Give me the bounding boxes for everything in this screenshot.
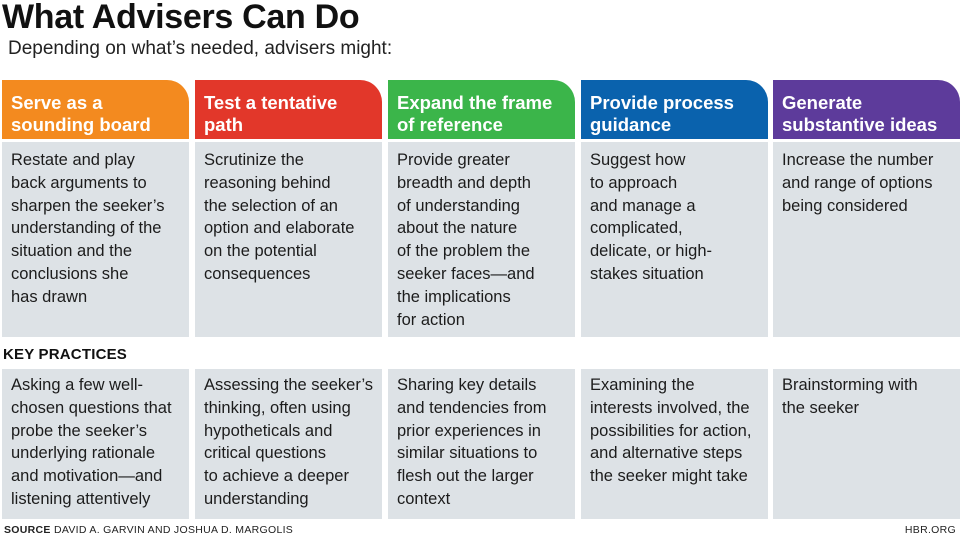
column-key-practice-line: probe the seeker’s — [11, 421, 148, 440]
column-description-line: consequences — [204, 264, 311, 283]
column-description-line: delicate, or high- — [590, 242, 712, 261]
key-practices-label: KEY PRACTICES — [3, 346, 128, 363]
column-key-practice: Asking a few well-chosen questions that p… — [2, 369, 189, 519]
column-key-practice-line: interests involved, the — [590, 398, 750, 417]
source-label: SOURCE — [4, 524, 51, 536]
column-key-practice: Examining the interests involved, the poss… — [581, 369, 768, 519]
column-description-line: and range of options — [782, 173, 933, 192]
column-key-practice: Sharing key details and tendencies from pr… — [388, 369, 575, 519]
column-description: Scrutinize the reasoning behind the select… — [195, 142, 382, 337]
column-description-line: on the potential — [204, 242, 317, 261]
column-description: Restate and play back arguments to sharpen… — [2, 142, 189, 337]
page-title: What Advisers Can Do — [2, 0, 360, 36]
column-description-line: of the problem the — [397, 242, 530, 261]
column-description-line: to approach — [590, 173, 678, 192]
column-key-practice-line: the seeker might take — [590, 467, 748, 486]
column-description-line: the selection of an — [204, 196, 338, 215]
column-heading-line: substantive ideas — [782, 114, 938, 135]
column-heading-line: sounding board — [11, 114, 151, 135]
column-heading-line: guidance — [590, 114, 672, 135]
column-key-practice-line: Assessing the seeker’s — [204, 376, 374, 394]
column-description-line: seeker faces—and — [397, 264, 535, 283]
column-key-practice-line: thinking, often using — [204, 398, 351, 417]
column-description: Provide greater breadth and depth of under… — [388, 142, 575, 337]
column-description-line: Provide greater — [397, 151, 510, 169]
column-description-line: conclusions she — [11, 264, 129, 283]
column-key-practice-line: Sharing key details — [397, 376, 537, 394]
column-key-practice: Assessing the seeker’s thinking, often us… — [195, 369, 382, 519]
column-key-practice-line: chosen questions that — [11, 398, 172, 417]
column-description-line: situation and the — [11, 242, 133, 261]
column-description-line: option and elaborate — [204, 219, 355, 238]
column-description-line: about the nature — [397, 219, 518, 238]
column-description-line: being considered — [782, 196, 908, 215]
column-key-practice-line: critical questions — [204, 444, 326, 463]
column-key-practice-line: and alternative steps — [590, 444, 743, 463]
column-key-practice-line: to achieve a deeper — [204, 467, 349, 486]
column-key-practice-line: context — [397, 489, 451, 508]
column-heading-line: Generate — [782, 92, 863, 113]
column-description-line: has drawn — [11, 287, 88, 306]
column-key-practice-line: Examining the — [590, 376, 695, 394]
column-key-practice-line: and motivation—and — [11, 467, 163, 486]
column-description-line: back arguments to — [11, 173, 147, 192]
column-key-practice-line: prior experiences in — [397, 421, 541, 440]
site-credit: HBR.ORG — [904, 524, 956, 536]
column-description-line: stakes situation — [590, 264, 704, 283]
column-description-line: of understanding — [397, 196, 520, 215]
column-description-line: Restate and play — [11, 151, 135, 169]
column-description-line: Suggest how — [590, 151, 686, 169]
column-description-line: sharpen the seeker’s — [11, 196, 165, 215]
column-key-practice-line: similar situations to — [397, 444, 538, 463]
column-key-practice-line: Brainstorming with — [782, 376, 918, 394]
page-subtitle: Depending on what’s needed, advisers mig… — [8, 38, 393, 59]
column-heading-line: Expand the frame — [397, 92, 553, 113]
column-heading-line: Test a tentative — [204, 92, 338, 113]
source-text: DAVID A. GARVIN AND JOSHUA D. MARGOLIS — [53, 524, 294, 536]
column-description-line: understanding of the — [11, 219, 162, 238]
column-description-line: and manage a — [590, 196, 696, 215]
column-key-practice-line: understanding — [204, 489, 309, 508]
column-heading-line: Provide process — [590, 92, 734, 113]
column-key-practice-line: and tendencies from — [397, 398, 547, 417]
column-description-line: Scrutinize the — [204, 151, 304, 169]
column-description: Suggest how to approach and manage a compli… — [581, 142, 768, 337]
column-description: Increase the number and range of options b… — [773, 142, 960, 337]
column-description-line: reasoning behind — [204, 173, 331, 192]
source-credit: SOURCE DAVID A. GARVIN AND JOSHUA D. MAR… — [4, 524, 293, 536]
column-key-practice-line: Asking a few well- — [11, 376, 144, 394]
column-key-practice-line: underlying rationale — [11, 444, 156, 463]
column-key-practice-line: listening attentively — [11, 489, 151, 508]
column-description-line: breadth and depth — [397, 173, 531, 192]
column-heading-line: path — [204, 114, 244, 135]
column-key-practice-line: flesh out the larger — [397, 467, 534, 486]
column-description-line: Increase the number — [782, 151, 934, 169]
column-key-practice-line: possibilities for action, — [590, 421, 752, 440]
column-description-line: complicated, — [590, 219, 683, 238]
column-key-practice-line: the seeker — [782, 398, 860, 417]
column-description-line: the implications — [397, 287, 511, 306]
column-key-practice-line: hypotheticals and — [204, 421, 333, 440]
column-description-line: for action — [397, 310, 465, 329]
column-heading-line: Serve as a — [11, 92, 103, 113]
column-key-practice: Brainstorming with the seeker — [773, 369, 960, 519]
column-heading-line: of reference — [397, 114, 503, 135]
